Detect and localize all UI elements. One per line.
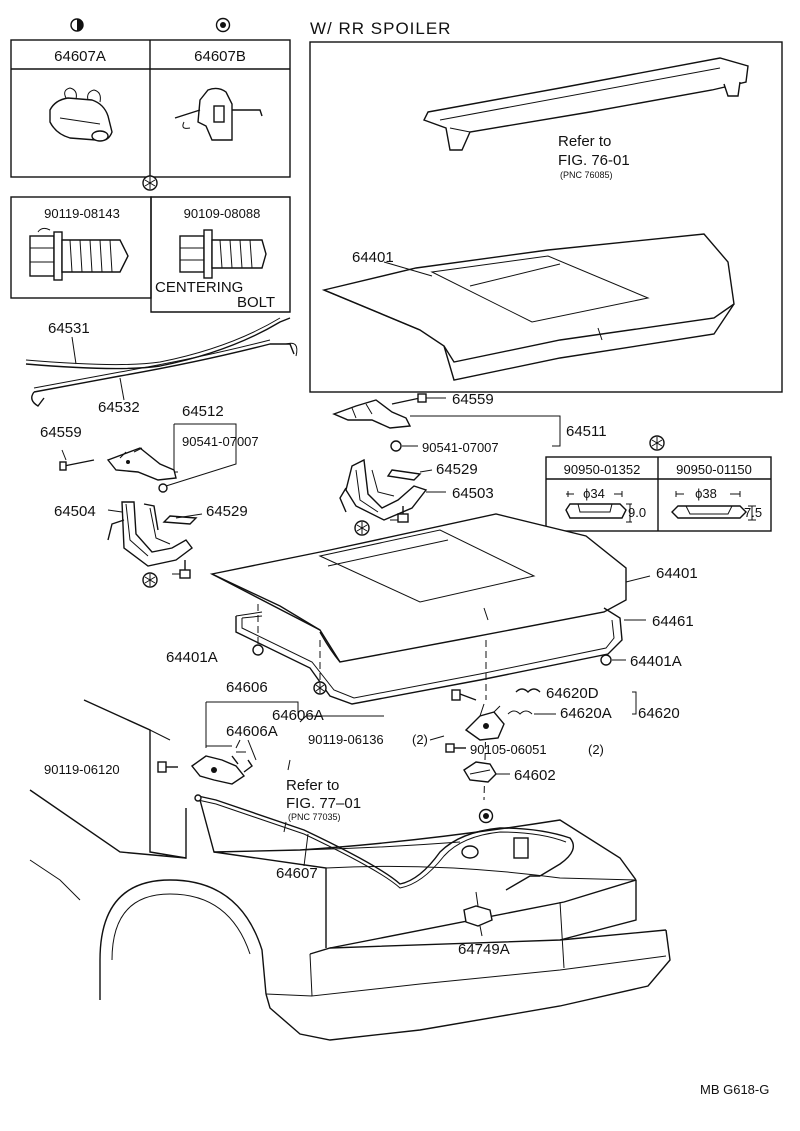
hinge-left-drawing — [107, 501, 193, 567]
stopper-a-height: 9.0 — [628, 505, 646, 520]
stopper-b-dia: ϕ38 — [695, 486, 717, 501]
label-hinge-right: 64503 — [452, 485, 494, 502]
centering-label-1: CENTERING — [155, 279, 243, 296]
hinge-upper-right-drawing — [332, 399, 412, 429]
bolt-b-label: 90109-08088 — [184, 206, 261, 221]
luggage-lid-spoiler-drawing — [321, 233, 735, 381]
right-hinge-group: 64559 90541-07007 64511 64529 64503 — [332, 391, 607, 536]
label-stopper-left: 64401A — [166, 649, 218, 666]
clip-a-drawing — [49, 87, 113, 142]
hinge-right-drawing — [339, 458, 428, 521]
stopper-box: 90950-01352 90950-01150 ϕ34 ϕ38 9.0 7.5 — [545, 435, 772, 532]
clip-b-drawing — [174, 87, 263, 141]
asterisk-icon — [142, 175, 158, 191]
label-lock-d: 64620D — [546, 685, 599, 702]
lever-drawing — [190, 739, 257, 785]
target-icon — [478, 808, 494, 824]
flange-bolt-drawing — [29, 227, 129, 281]
bolt-right-drawing — [391, 393, 427, 405]
stopper-b-height: 7.5 — [744, 505, 762, 520]
label-lever-asm: 64606 — [226, 679, 268, 696]
bolt-left-hinge-drawing — [172, 560, 191, 579]
label-bolt-lever: 90119-06136 — [308, 732, 384, 747]
label-hinge-left-asm: 64512 — [182, 403, 224, 420]
label-hinge-left: 64504 — [54, 503, 96, 520]
stopper-a-drawing — [565, 503, 627, 519]
label-lever-a2: 64606A — [226, 723, 278, 740]
asterisk-icon — [313, 681, 327, 695]
spoiler-ref-1: Refer to — [558, 133, 611, 150]
lock-group: 64620D 64620A 64620 90105-06051 (2) 6460… — [445, 685, 680, 784]
label-stopper-right: 64401A — [630, 653, 682, 670]
stopper-a-dia: ϕ34 — [583, 486, 605, 501]
label-rod-lower: 64532 — [98, 399, 140, 416]
weatherstrip-drawing — [235, 607, 623, 705]
cable-ref-2: FIG. 77–01 — [286, 795, 361, 812]
spoiler-ref-2: FIG. 76-01 — [558, 152, 630, 169]
lock-d-drawing — [515, 688, 541, 693]
centering-bolt-drawing — [179, 229, 267, 279]
figure-code: MB G618-G — [700, 1082, 769, 1097]
label-screw-lock: 90105-06051 — [470, 742, 547, 757]
lock-screw-drawing — [445, 743, 466, 753]
label-bolt-right: 64559 — [452, 391, 494, 408]
target-icon — [215, 17, 231, 33]
label-rod-upper: 64531 — [48, 320, 90, 337]
cable-ref-1: Refer to — [286, 777, 339, 794]
rear-spoiler-drawing — [423, 57, 749, 151]
cable-ref-3: (PNC 77035) — [288, 812, 341, 822]
label-lid-spoiler: 64401 — [352, 249, 394, 266]
half-circle-icon — [70, 18, 84, 32]
centering-label-2: BOLT — [237, 294, 275, 311]
lock-drawing — [464, 703, 505, 741]
label-lock-asm: 64620 — [638, 705, 680, 722]
bolt-a-label: 90119-08143 — [44, 206, 120, 221]
bolt-right-hinge-drawing — [390, 506, 409, 523]
clip-a-label: 64607A — [54, 48, 106, 65]
left-hinge-group: 64512 90541-07007 64559 64504 64529 — [40, 403, 259, 588]
label-cylinder: 64749A — [458, 941, 510, 958]
asterisk-icon — [142, 572, 158, 588]
bolt-side-drawing — [157, 761, 178, 773]
label-weatherstrip: 64461 — [652, 613, 694, 630]
spoiler-ref-3: (PNC 76085) — [560, 170, 613, 180]
label-screw-lock-qty: (2) — [588, 742, 604, 757]
label-bolt-side: 90119-06120 — [44, 762, 120, 777]
stopper-b-drawing — [671, 505, 747, 519]
luggage-lid-drawing — [209, 513, 651, 663]
torsion-rods: 64531 64532 — [25, 317, 298, 416]
label-nut-left: 90541-07007 — [182, 434, 259, 449]
label-lever-a: 64606A — [272, 707, 324, 724]
label-bolt-left: 64559 — [40, 424, 82, 441]
label-striker: 64602 — [514, 767, 556, 784]
clip-b-label: 64607B — [194, 48, 246, 65]
lock-bolt-drawing — [451, 689, 477, 701]
bolt-left-drawing — [59, 459, 95, 471]
asterisk-icon — [649, 435, 665, 451]
car-body-drawing — [29, 699, 671, 1041]
lever-group: 64606 64606A 64606A 90119-06120 90119-06… — [44, 679, 445, 785]
stopper-a-label: 90950-01352 — [564, 462, 641, 477]
stopper-b-label: 90950-01150 — [676, 462, 752, 477]
label-hinge-right-asm: 64511 — [566, 423, 607, 440]
spoiler-title: W/ RR SPOILER — [310, 19, 451, 38]
label-lid-main: 64401 — [656, 565, 698, 582]
lock-cylinder-drawing — [463, 891, 493, 927]
label-bolt-lever-qty: (2) — [412, 732, 428, 747]
label-nut-right: 90541-07007 — [422, 440, 499, 455]
label-bush-left: 64529 — [206, 503, 248, 520]
striker-drawing — [463, 761, 497, 783]
asterisk-icon — [354, 520, 370, 536]
hinge-upper-left-drawing — [106, 447, 177, 481]
clip-box: 64607A 64607B — [10, 17, 291, 178]
label-bush-right: 64529 — [436, 461, 478, 478]
label-cable: 64607 — [276, 865, 318, 882]
spoiler-box: W/ RR SPOILER Refer to FIG. 76-01 (PNC 7… — [309, 19, 783, 393]
release-cable-drawing — [194, 794, 574, 891]
bolt-box: 90119-08143 90109-08088 CENTERING BOLT — [10, 175, 291, 313]
label-lock-a: 64620A — [560, 705, 612, 722]
